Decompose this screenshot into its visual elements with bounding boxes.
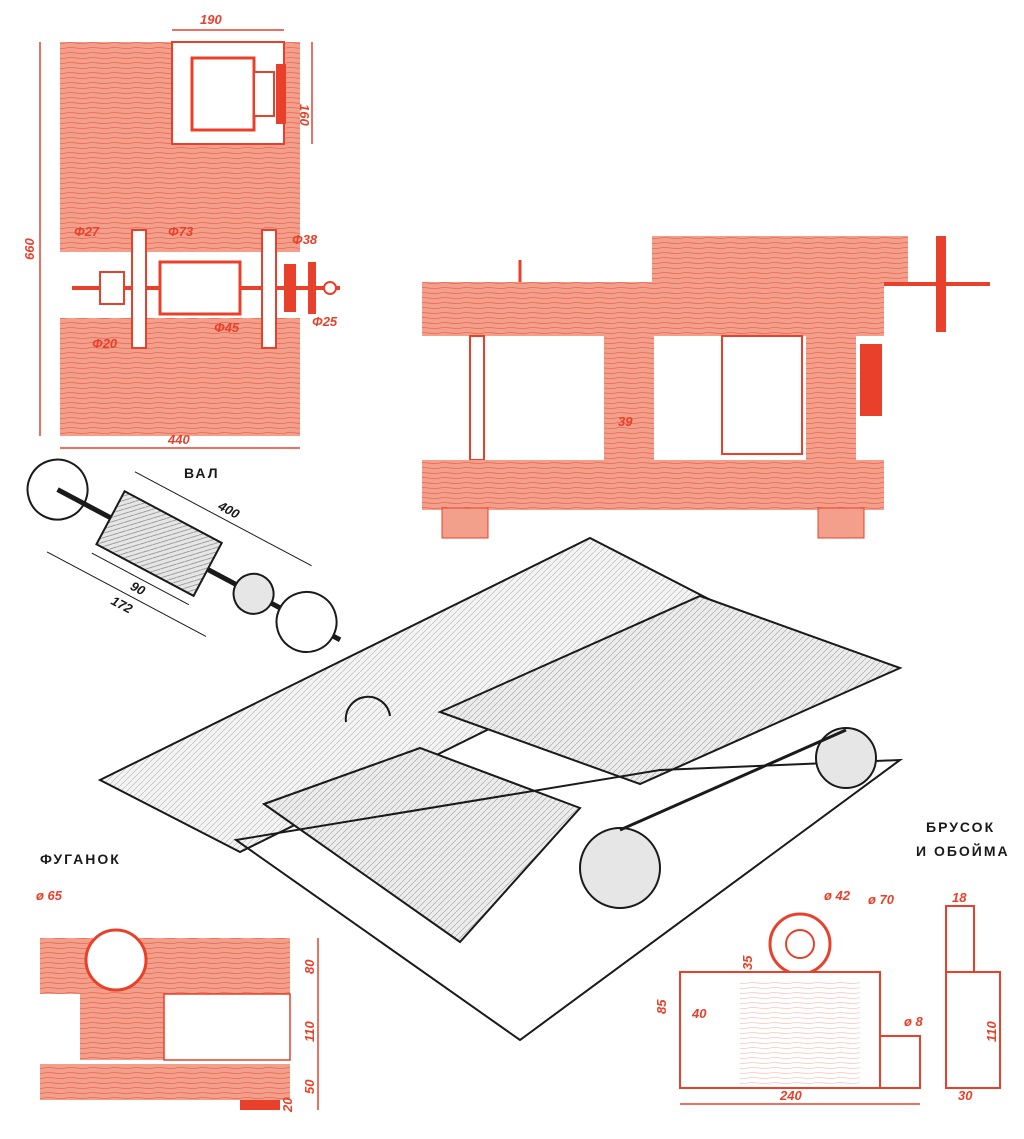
drive-belt (619, 728, 847, 832)
dim-40: 40 (691, 1006, 707, 1021)
side-pulley (936, 236, 946, 332)
dim-80: 80 (302, 959, 317, 974)
dim-39: 39 (618, 414, 633, 429)
caption-fuganok: ФУГАНОК (40, 851, 121, 867)
dim-160: 160 (297, 104, 312, 126)
dim-85: 85 (654, 999, 669, 1014)
dim-18: 18 (952, 890, 967, 905)
dim-30: 30 (958, 1088, 973, 1103)
grinding-wheel (579, 827, 661, 909)
jointer-cutter (84, 928, 148, 992)
dim-20: 20 (280, 1097, 295, 1113)
machine-isometric (97, 536, 904, 1042)
dim-110-b: 110 (984, 1021, 999, 1042)
side-view: 39 (422, 236, 990, 539)
dim-240: 240 (779, 1088, 802, 1103)
motor-pulley (815, 727, 877, 789)
block-side (945, 971, 1001, 1089)
jointer-section: ø 65 80 110 50 20 (36, 888, 319, 1113)
saw-blade-exposed (344, 695, 391, 723)
caption-brusok-2: И ОБОЙМА (916, 842, 1010, 859)
dim-d20: Φ20 (92, 336, 118, 351)
dim-400: 400 (215, 498, 243, 522)
dim-660: 660 (22, 238, 37, 260)
saw-blade-right (275, 590, 338, 653)
dim-d25: Φ25 (312, 314, 338, 329)
caption-val: ВАЛ (184, 465, 220, 481)
top-view: 190 160 660 440 Φ27 Φ73 Φ38 Φ20 Φ45 Φ25 (22, 12, 340, 449)
side-motor (721, 335, 803, 455)
dim-50: 50 (302, 1079, 317, 1094)
dim-d8: ø 8 (904, 1014, 924, 1029)
dim-d42: ø 42 (824, 888, 851, 903)
dim-d27: Φ27 (74, 224, 100, 239)
dim-d45: Φ45 (214, 320, 240, 335)
motor (190, 56, 256, 132)
shaft-isometric: 400 90 172 (26, 458, 342, 653)
block-side-top (945, 905, 975, 973)
block-section: ø 42 ø 70 35 85 40 240 ø 8 18 110 30 (654, 888, 1001, 1105)
cutter-drum (158, 260, 242, 316)
dim-d73: Φ73 (168, 224, 194, 239)
dim-35: 35 (740, 955, 755, 970)
shaft-top-view (72, 229, 340, 349)
dim-d38: Φ38 (292, 232, 318, 247)
dim-d70: ø 70 (868, 892, 895, 907)
dim-d65: ø 65 (36, 888, 63, 903)
dim-190: 190 (200, 12, 222, 27)
caption-brusok-1: БРУСОК (926, 819, 995, 835)
dim-110-j: 110 (302, 1021, 317, 1042)
base-board (233, 758, 904, 1042)
dim-440: 440 (167, 432, 190, 447)
